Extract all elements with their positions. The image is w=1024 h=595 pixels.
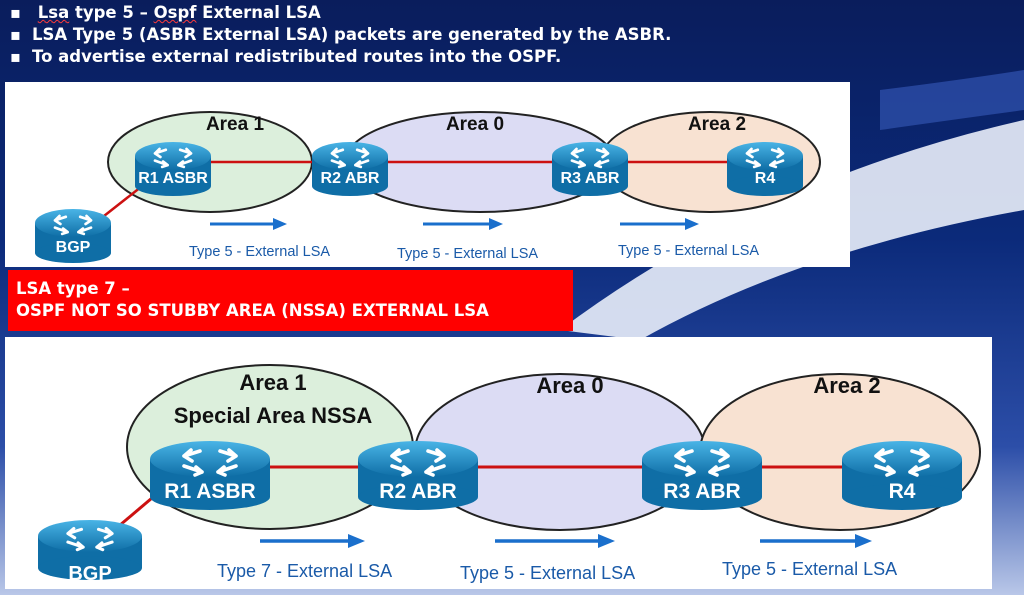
bullet-lsa-type5: Lsa type 5 – Ospf External LSA xyxy=(10,2,1010,24)
area0-label: Area 0 xyxy=(536,373,603,398)
flow-arrow-type7 xyxy=(260,534,365,548)
area1-nssa-subtitle: Special Area NSSA xyxy=(174,403,373,428)
router-r4[interactable]: R4 xyxy=(842,441,962,510)
flow-arrow-3 xyxy=(620,218,699,230)
flow-label-3: Type 5 - External LSA xyxy=(618,243,759,259)
flow-arrow-type5-b xyxy=(760,534,872,548)
flow-label-type5-b: Type 5 - External LSA xyxy=(722,559,897,579)
router-r3-label: R3 ABR xyxy=(561,170,620,187)
lsa-type5-diagram: Area 1 Area 0 Area 2 R1 ASBR R2 ABR R3 A… xyxy=(35,111,821,263)
bullet-part-external: External LSA xyxy=(196,3,321,22)
flow-arrow-2 xyxy=(423,218,503,230)
router-r1-label: R1 ASBR xyxy=(164,480,255,503)
lsa-type7-diagram: Area 1 Special Area NSSA Area 0 Area 2 R… xyxy=(38,364,981,585)
flow-label-1: Type 5 - External LSA xyxy=(189,244,330,260)
flow-arrow-1 xyxy=(210,218,287,230)
lsa-type5-diagram-panel: Area 1 Area 0 Area 2 R1 ASBR R2 ABR R3 A… xyxy=(5,82,850,267)
bullet-advertise-routes: To advertise external redistributed rout… xyxy=(10,46,1010,68)
bullet-part-lsa: Lsa xyxy=(37,3,70,22)
banner-line-1: LSA type 7 – xyxy=(16,279,130,298)
router-r3-abr[interactable]: R3 ABR xyxy=(642,441,762,510)
router-r4-label: R4 xyxy=(755,170,776,187)
lsa-type7-banner: LSA type 7 – OSPF NOT SO STUBBY AREA (NS… xyxy=(8,270,573,331)
router-r4[interactable]: R4 xyxy=(727,142,803,196)
flow-label-type5-a: Type 5 - External LSA xyxy=(460,563,635,583)
router-r2-abr[interactable]: R2 ABR xyxy=(358,441,478,510)
area0-label: Area 0 xyxy=(446,114,504,135)
router-bgp-label: BGP xyxy=(68,563,111,585)
router-r4-label: R4 xyxy=(889,480,916,503)
area1-label: Area 1 xyxy=(239,370,306,395)
lsa-type7-diagram-panel: Area 1 Special Area NSSA Area 0 Area 2 R… xyxy=(5,337,992,589)
area2-label: Area 2 xyxy=(813,373,880,398)
router-r2-label: R2 ABR xyxy=(379,480,456,503)
bullet-asbr-generated: LSA Type 5 (ASBR External LSA) packets a… xyxy=(10,24,1010,46)
router-bgp[interactable]: BGP xyxy=(38,520,142,585)
bullet-part-ospf: Ospf xyxy=(153,3,197,22)
bullet-part-type5: type 5 – xyxy=(69,3,154,22)
area1-label: Area 1 xyxy=(206,114,265,135)
slide-bullets: Lsa type 5 – Ospf External LSA LSA Type … xyxy=(10,2,1010,68)
router-bgp-label: BGP xyxy=(56,239,91,256)
router-bgp[interactable]: BGP xyxy=(35,209,111,263)
router-r2-label: R2 ABR xyxy=(321,170,380,187)
router-r3-label: R3 ABR xyxy=(663,480,740,503)
banner-line-2: OSPF NOT SO STUBBY AREA (NSSA) EXTERNAL … xyxy=(16,301,489,320)
flow-label-type7: Type 7 - External LSA xyxy=(217,561,392,581)
router-r1-asbr[interactable]: R1 ASBR xyxy=(150,441,270,510)
router-r1-label: R1 ASBR xyxy=(138,170,208,187)
router-r1-asbr[interactable]: R1 ASBR xyxy=(135,142,211,196)
flow-label-2: Type 5 - External LSA xyxy=(397,246,538,262)
flow-arrow-type5-a xyxy=(495,534,615,548)
area2-label: Area 2 xyxy=(688,114,746,135)
router-r3-abr[interactable]: R3 ABR xyxy=(552,142,628,196)
router-r2-abr[interactable]: R2 ABR xyxy=(312,142,388,196)
